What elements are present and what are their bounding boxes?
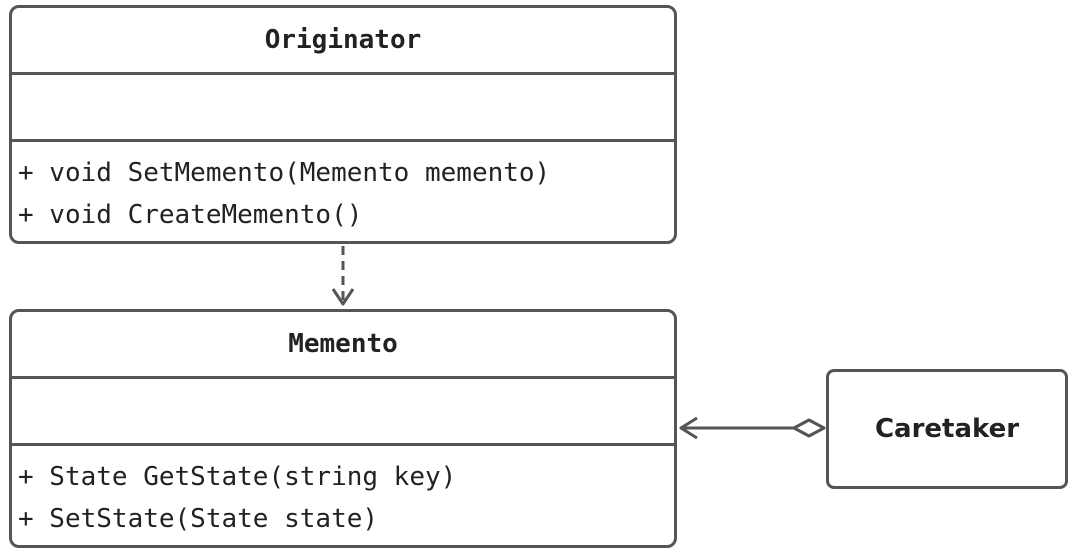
caretaker-class: Caretaker [826,369,1068,489]
dependency-arrowhead [331,288,355,306]
operation-get-state: + State GetState(string key) [18,462,457,492]
operation-create-memento: + void CreateMemento() [18,200,363,230]
memento-operations: + State GetState(string key) + SetState(… [12,443,674,540]
memento-class-name: Memento [288,329,398,359]
originator-attributes [12,72,674,139]
aggregation-diamond [792,418,826,438]
memento-attributes [12,376,674,443]
operation-set-memento: + void SetMemento(Memento memento) [18,158,551,188]
operation-set-state: + SetState(State state) [18,504,379,534]
originator-operations: + void SetMemento(Memento memento) + voi… [12,139,674,236]
aggregation-arrowhead [679,416,698,440]
caretaker-class-name: Caretaker [874,414,1020,444]
originator-class: Originator + void SetMemento(Memento mem… [9,5,677,244]
memento-class: Memento + State GetState(string key) + S… [9,309,677,548]
originator-class-name: Originator [264,25,422,55]
